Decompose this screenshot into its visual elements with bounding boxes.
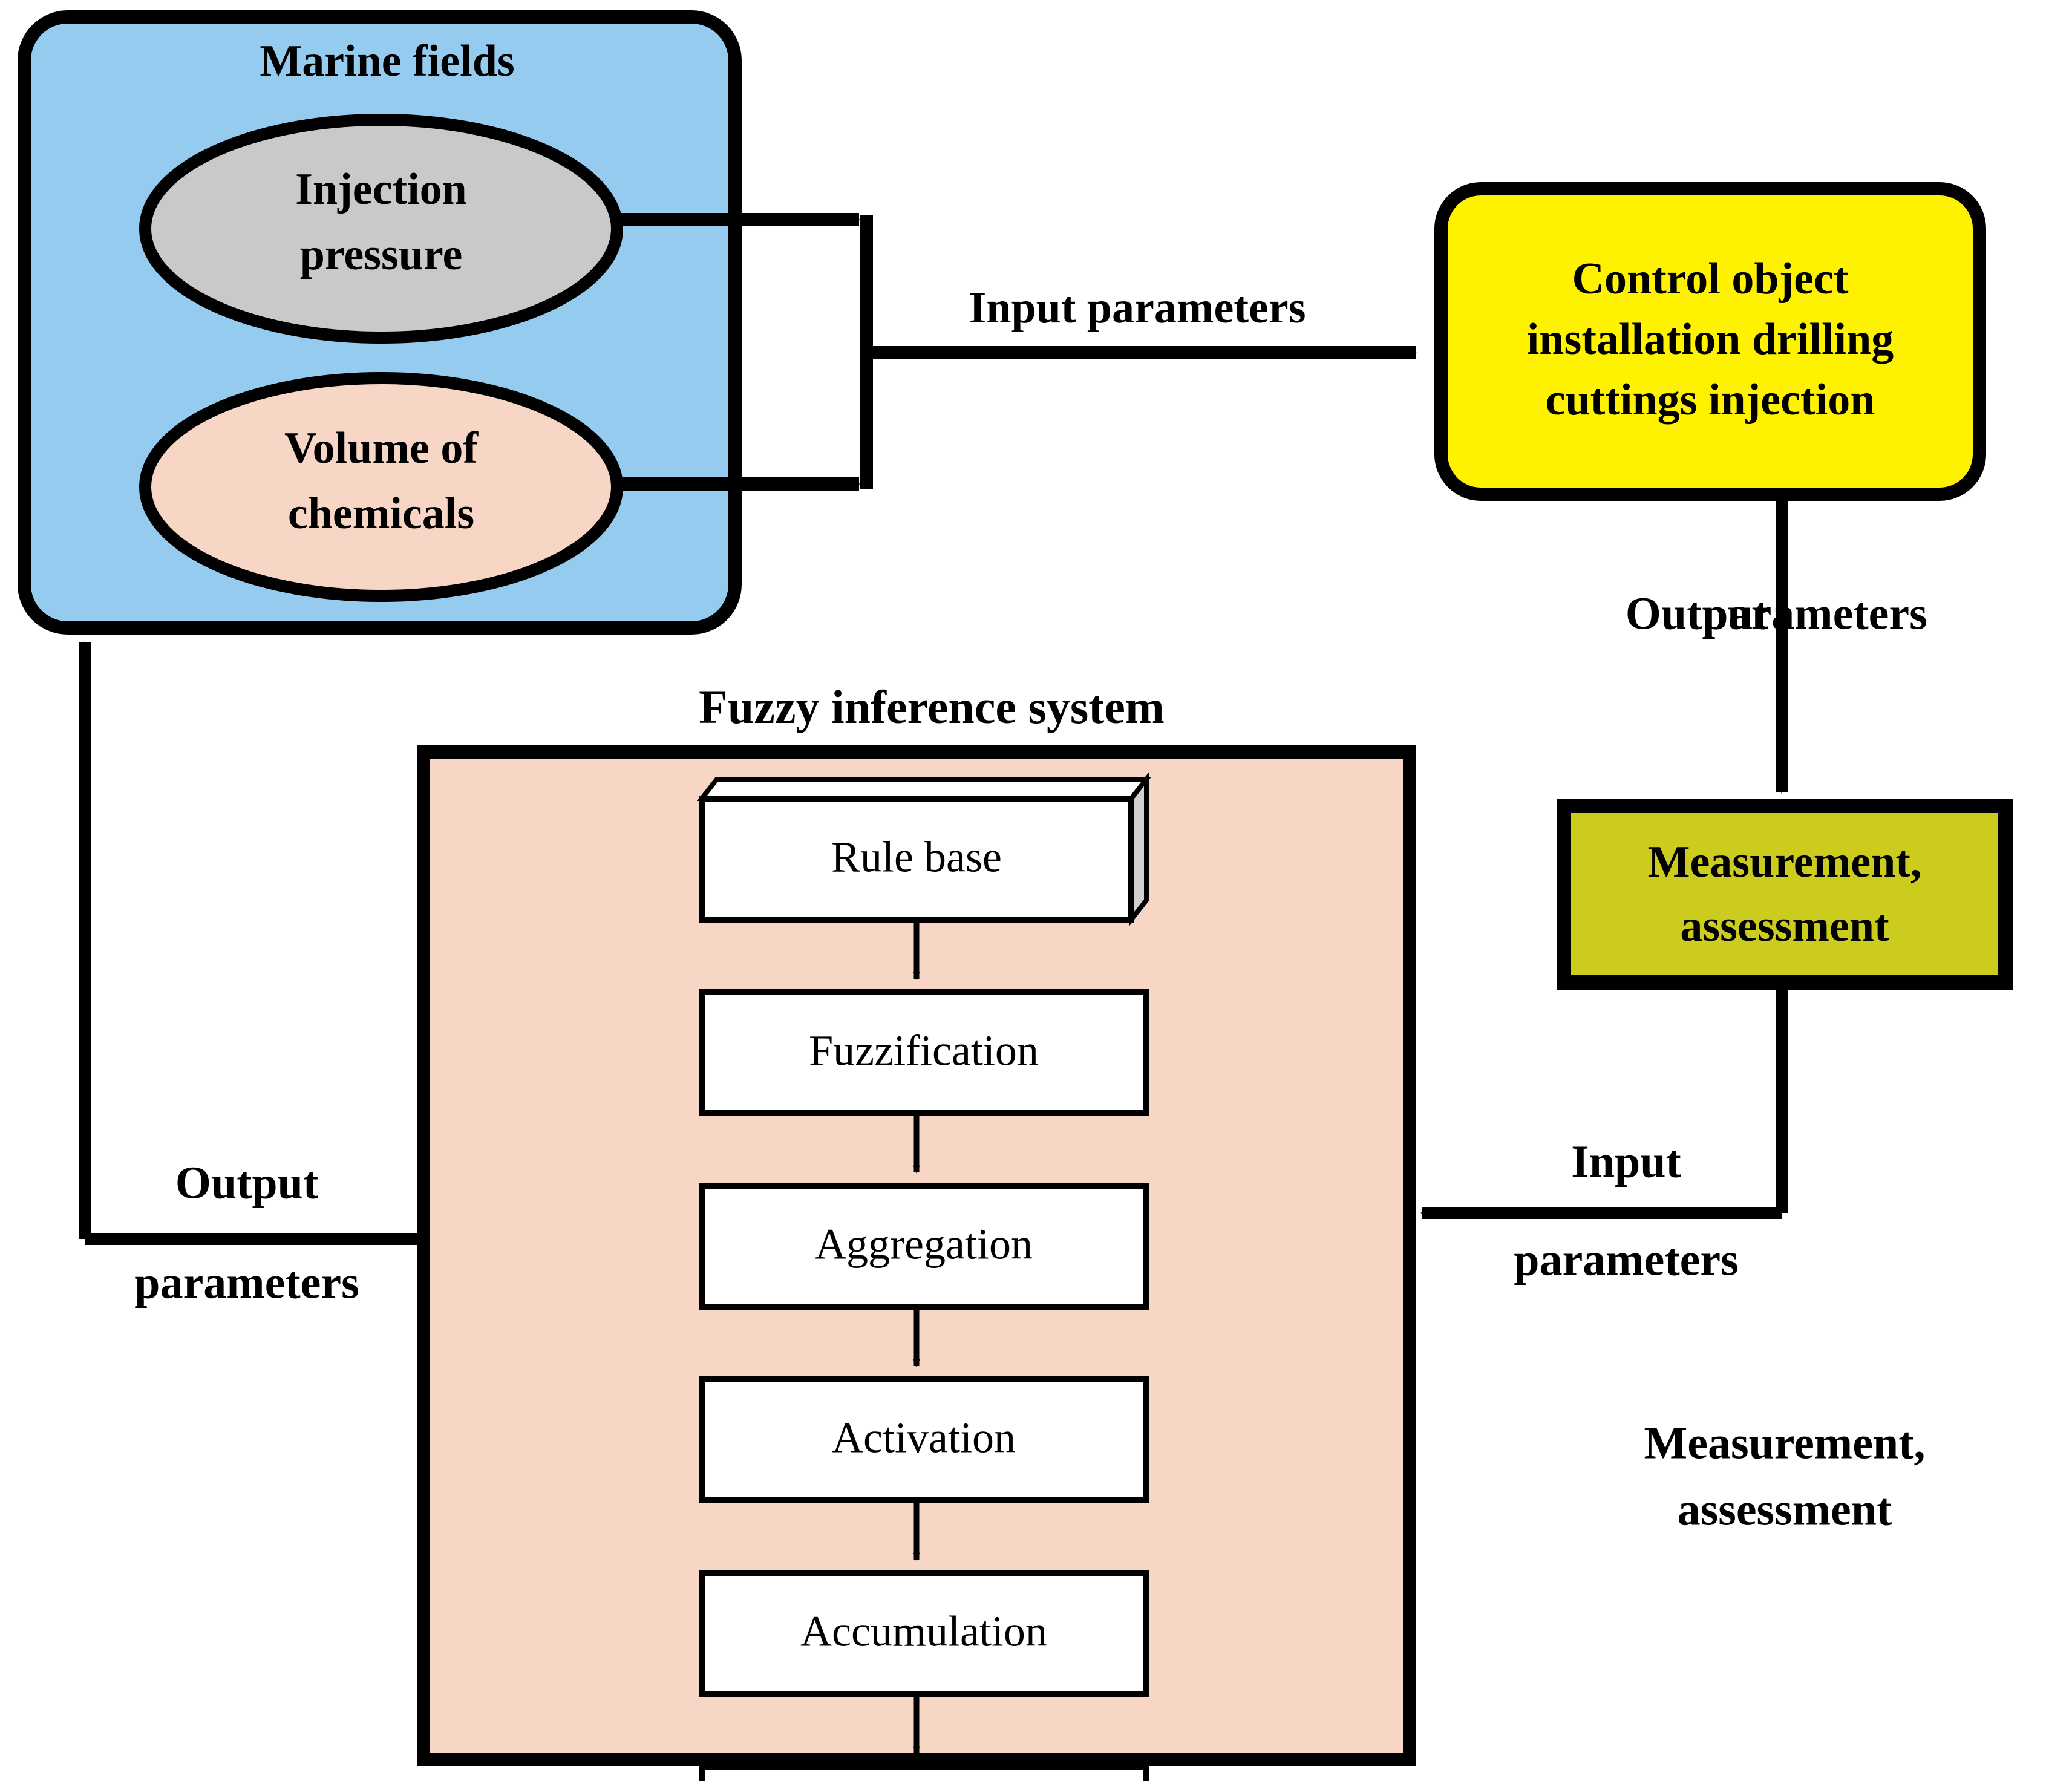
output-parameters-left-label-line2: parameters xyxy=(134,1257,359,1308)
accumulation-box[interactable] xyxy=(699,1570,1149,1697)
activation-label: Activation xyxy=(832,1414,1016,1462)
input-parameters-top-label: Input parameters xyxy=(969,283,1306,333)
measurement-assessment-caption: Measurement, assessment xyxy=(1644,1417,1925,1535)
volume-of-chemicals-label-line1: Volume of xyxy=(284,423,479,473)
volume-of-chemicals-ellipse[interactable] xyxy=(139,372,623,602)
output-parameters-left-label-line1: Output xyxy=(175,1157,319,1208)
input-parameters-bottom-connector: Input parameters xyxy=(1420,982,1788,1285)
measurement-assessment-label-line2: assessment xyxy=(1680,901,1889,951)
fuzzy-inference-system-panel[interactable]: Fuzzy inference system Rule base Fuzzifi… xyxy=(417,681,1416,1781)
injection-pressure-node[interactable]: Injection pressure xyxy=(139,114,623,344)
defuzzification-node[interactable]: Defuzzification xyxy=(699,1763,1149,1781)
measurement-assessment-label-line1: Measurement, xyxy=(1648,837,1922,887)
activation-box[interactable] xyxy=(699,1376,1149,1503)
input-parameters-bottom-label-line1: Input xyxy=(1571,1136,1681,1187)
output-parameters-right-connector: Output parameters xyxy=(1626,501,1927,794)
control-object-label-line1: Control object xyxy=(1572,254,1849,304)
injection-pressure-label-line1: Injection xyxy=(295,165,467,214)
volume-of-chemicals-label-line2: chemicals xyxy=(288,489,474,538)
fuzzy-inference-system-title: Fuzzy inference system xyxy=(699,681,1165,733)
control-object-box[interactable] xyxy=(1434,182,1986,501)
fuzzification-box[interactable] xyxy=(699,989,1149,1116)
injection-pressure-label-line2: pressure xyxy=(300,230,463,279)
output-parameters-right-label-line1: Output xyxy=(1626,588,1769,639)
marine-fields-title: Marine fields xyxy=(260,36,514,86)
volume-of-chemicals-node[interactable]: Volume of chemicals xyxy=(139,372,623,602)
rule-base-label: Rule base xyxy=(831,833,1002,881)
output-parameters-right-label-line2: parameters xyxy=(1702,588,1927,639)
rule-base-node[interactable]: Rule base xyxy=(696,772,1152,927)
aggregation-node[interactable]: Aggregation xyxy=(699,1183,1149,1310)
activation-node[interactable]: Activation xyxy=(699,1376,1149,1503)
measurement-caption-line1: Measurement, xyxy=(1644,1417,1925,1468)
defuzzification-box[interactable] xyxy=(699,1763,1149,1781)
output-parameters-left-connector: Output parameters xyxy=(79,641,417,1308)
measurement-caption-line2: assessment xyxy=(1678,1484,1892,1535)
accumulation-label: Accumulation xyxy=(800,1607,1047,1656)
control-object-label-line3: cuttings injection xyxy=(1546,375,1875,425)
injection-pressure-ellipse[interactable] xyxy=(139,114,623,344)
accumulation-node[interactable]: Accumulation xyxy=(699,1570,1149,1697)
control-object-label-line2: installation drilling xyxy=(1527,315,1894,364)
control-object-node[interactable]: Control object installation drilling cut… xyxy=(1434,182,1986,501)
measurement-assessment-node[interactable]: Measurement, assessment xyxy=(1557,799,2013,990)
aggregation-label: Aggregation xyxy=(815,1220,1033,1269)
input-parameters-bottom-label-line2: parameters xyxy=(1514,1234,1738,1285)
fuzzification-node[interactable]: Fuzzification xyxy=(699,989,1149,1116)
input-parameters-connector: Input parameters xyxy=(611,213,1417,491)
measurement-assessment-box[interactable] xyxy=(1557,799,2013,990)
marine-fields-panel[interactable]: Marine fields Injection pressure Volume … xyxy=(18,10,742,635)
fuzzification-label: Fuzzification xyxy=(809,1027,1039,1075)
aggregation-box[interactable] xyxy=(699,1183,1149,1310)
